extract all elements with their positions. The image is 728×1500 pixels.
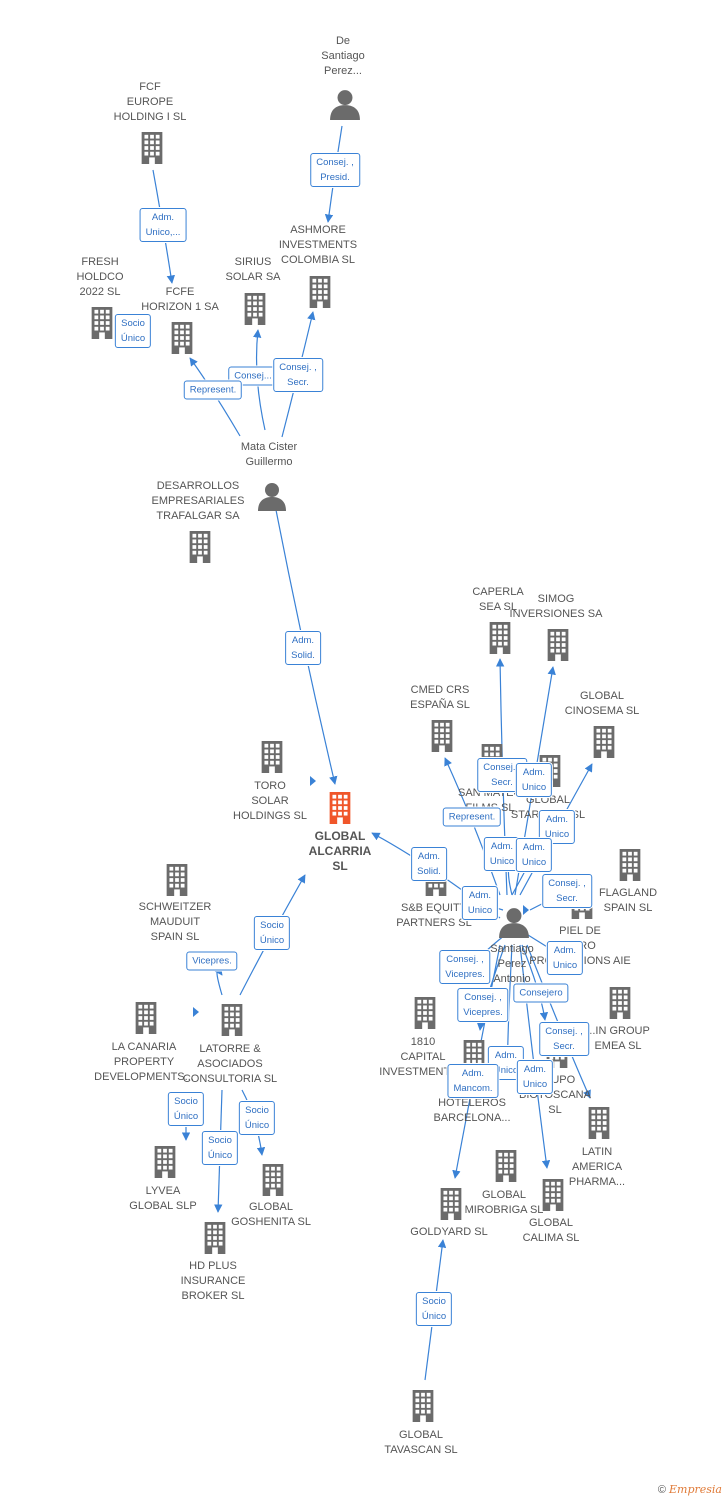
relation-label-r28[interactable]: Adm. Mancom. (447, 1064, 499, 1098)
company-label-pin-group[interactable]: ...IN GROUP EMEA SL (586, 1025, 650, 1052)
relation-label-r30[interactable]: Socio Único (415, 1292, 453, 1326)
building-icon-global-goshenita[interactable] (262, 1164, 284, 1196)
company-label-sirius[interactable]: SIRIUS SOLAR SA (225, 256, 281, 283)
company-label-toro-solar[interactable]: TORO SOLAR HOLDINGS SL (233, 780, 307, 822)
company-label-la-canaria[interactable]: LA CANARIA PROPERTY DEVELOPMENTS... (94, 1041, 194, 1083)
relation-label-r11[interactable]: Socio Único (238, 1101, 276, 1135)
person-icon-mata-cister-secondary[interactable] (258, 483, 286, 511)
building-icon-latorre[interactable] (221, 1004, 243, 1036)
building-icon-simog[interactable] (547, 629, 569, 661)
building-icon-global-alcarria[interactable] (329, 792, 351, 824)
company-label-global-tavascan[interactable]: GLOBAL TAVASCAN SL (384, 1429, 458, 1456)
company-label-hd-plus[interactable]: HD PLUS INSURANCE BROKER SL (180, 1260, 246, 1302)
relation-label-r20[interactable]: Adm. Unico (461, 886, 499, 920)
company-label-global-calima[interactable]: GLOBAL CALIMA SL (522, 1217, 580, 1244)
person-label-santiago-perez[interactable]: Santiago Perez Antonio (490, 943, 534, 985)
building-icon-sirius[interactable] (244, 293, 266, 325)
relation-label-r12[interactable]: Socio Único (201, 1131, 239, 1165)
arrow-marker-1 (193, 1007, 199, 1017)
building-icon-la-canaria[interactable] (135, 1002, 157, 1034)
relation-label-r23[interactable]: Adm. Unico (546, 941, 584, 975)
relation-label-r1[interactable]: Adm. Unico,... (139, 208, 187, 242)
company-label-latorre[interactable]: LATORRE & ASOCIADOS CONSULTORIA SL (182, 1043, 278, 1085)
company-label-fcf-europe[interactable]: FCF EUROPE HOLDING I SL (113, 81, 187, 123)
building-icon-cmed[interactable] (431, 720, 453, 752)
relation-label-r18[interactable]: Adm. Unico (515, 838, 553, 872)
relation-label-r19[interactable]: Adm. Solid. (411, 847, 447, 881)
building-icon-schweitzer[interactable] (166, 864, 188, 896)
relation-label-r24[interactable]: Consejero (513, 983, 569, 1003)
relation-label-r8[interactable]: Socio Único (253, 916, 291, 950)
relation-label-r21[interactable]: Consej. , Secr. (542, 874, 592, 908)
company-label-latin-america[interactable]: LATIN AMERICA PHARMA... (568, 1146, 626, 1188)
edge-r9 (214, 966, 223, 996)
relation-label-r10[interactable]: Socio Único (167, 1092, 205, 1126)
building-icon-desarrollos[interactable] (189, 531, 211, 563)
relation-label-r6[interactable]: Represent. (183, 380, 243, 400)
relation-label-r17[interactable]: Adm. Unico (483, 837, 521, 871)
building-icon-flagland[interactable] (619, 849, 641, 881)
company-label-sb-equity[interactable]: S&B EQUITY PARTNERS SL (396, 902, 472, 929)
company-label-desarrollos[interactable]: DESARROLLOS EMPRESARIALES TRAFALGAR SA (151, 480, 245, 522)
company-label-flagland[interactable]: FLAGLAND SPAIN SL (598, 887, 658, 914)
relation-label-r15[interactable]: Represent. (442, 807, 502, 827)
person-label-mata-cister[interactable]: Mata Cister Guillermo (240, 441, 298, 468)
company-label-cmed[interactable]: CMED CRS ESPAÑA SL (410, 684, 470, 711)
company-label-1810-capital[interactable]: 1810 CAPITAL INVESTMENTS... (379, 1036, 467, 1078)
company-label-global-cinosema[interactable]: GLOBAL CINOSEMA SL (564, 690, 640, 717)
relation-label-r14[interactable]: Adm. Unico (515, 763, 553, 797)
building-icon-pin-group[interactable] (609, 987, 631, 1019)
building-icon-caperla[interactable] (489, 622, 511, 654)
company-label-lyvea[interactable]: LYVEA GLOBAL SLP (129, 1185, 197, 1212)
relation-label-r29[interactable]: Adm. Unico (516, 1060, 554, 1094)
company-label-simog[interactable]: SIMOG INVERSIONES SA (509, 593, 603, 620)
company-label-ashmore[interactable]: ASHMORE INVESTMENTS COLOMBIA SL (278, 224, 358, 266)
relation-label-r3[interactable]: Socio Único (114, 314, 152, 348)
arrow-marker-2 (523, 905, 529, 915)
relation-label-r2[interactable]: Consej. , Presid. (310, 153, 360, 187)
building-icon-fresh-holdco[interactable] (91, 307, 113, 339)
relation-label-r26[interactable]: Consej. , Secr. (539, 1022, 589, 1056)
company-label-global-goshenita[interactable]: GLOBAL GOSHENITA SL (231, 1201, 311, 1228)
building-icon-fcfe-horizon[interactable] (171, 322, 193, 354)
brand-logo[interactable]: Empresia (669, 1483, 722, 1496)
building-icon-global-tavascan[interactable] (412, 1390, 434, 1422)
building-icon-global-mirobriga[interactable] (495, 1150, 517, 1182)
copyright-symbol: © (657, 1484, 666, 1496)
relation-label-r7[interactable]: Adm. Solid. (285, 631, 321, 665)
company-label-goldyard[interactable]: GOLDYARD SL (410, 1226, 488, 1238)
company-label-fresh-holdco[interactable]: FRESH HOLDCO 2022 SL (76, 256, 124, 298)
building-icon-ashmore[interactable] (309, 276, 331, 308)
company-label-schweitzer[interactable]: SCHWEITZER MAUDUIT SPAIN SL (138, 901, 212, 943)
relation-label-r9[interactable]: Vicepres. (186, 951, 238, 971)
building-icon-fcf-europe[interactable] (141, 132, 163, 164)
copyright: © Empresia (658, 1483, 722, 1496)
company-label-global-mirobriga[interactable]: GLOBAL MIROBRIGA SL (464, 1189, 544, 1216)
relation-label-r5[interactable]: Consej. , Secr. (273, 358, 323, 392)
company-label-global-alcarria[interactable]: GLOBAL ALCARRIA SL (308, 829, 372, 873)
building-icon-toro-solar[interactable] (261, 741, 283, 773)
building-icon-1810-capital[interactable] (414, 997, 436, 1029)
person-icon-de-santiago[interactable] (330, 90, 360, 120)
company-label-caperla[interactable]: CAPERLA SEA SL (472, 586, 524, 613)
arrow-marker-0 (310, 776, 316, 786)
person-label-de-santiago[interactable]: De Santiago Perez... (321, 35, 365, 77)
company-label-fcfe-horizon[interactable]: FCFE HORIZON 1 SA (141, 286, 219, 313)
relation-label-r25[interactable]: Consej. , Vicepres. (457, 988, 509, 1022)
building-icon-global-cinosema[interactable] (593, 726, 615, 758)
relation-label-r22[interactable]: Consej. , Vicepres. (439, 950, 491, 984)
building-icon-lyvea[interactable] (154, 1146, 176, 1178)
